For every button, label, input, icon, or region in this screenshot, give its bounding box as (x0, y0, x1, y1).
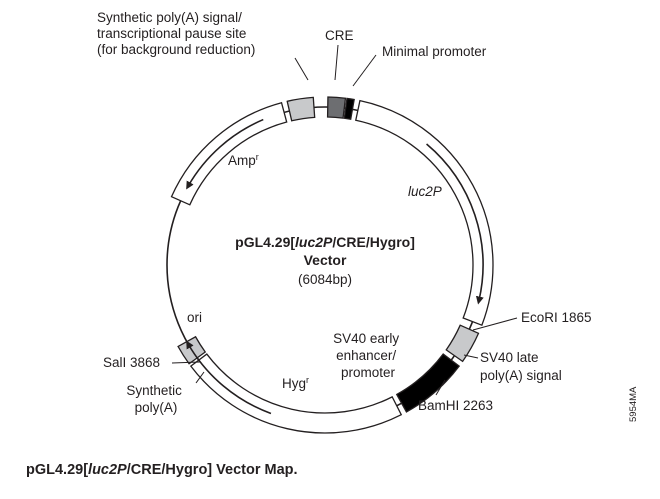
leader-cre (334, 44, 339, 81)
luc2p-direction-arrow (426, 143, 484, 305)
leader-bamhi (435, 379, 446, 396)
label-ampr: Ampr (228, 152, 259, 168)
label-synthetic-polya: Synthetic poly(A) (126, 383, 185, 415)
label-sali: SalI 3868 (103, 355, 160, 370)
cre-segment (326, 96, 347, 119)
label-cre: CRE (325, 28, 354, 43)
label-sv40-enhancer: SV40 early enhancer/ promoter (333, 331, 403, 380)
label-ecori: EcoRI 1865 (521, 310, 592, 325)
label-hygr: Hygr (282, 375, 309, 391)
label-bamhi: BamHI 2263 (418, 398, 493, 413)
sv40-late-polya-segment (445, 324, 480, 363)
sv40-enhancer-segment (395, 353, 461, 413)
label-synthetic-polya-pause: Synthetic poly(A) signal/ transcriptiona… (97, 10, 255, 57)
synthetic-polya-pause-segment (286, 96, 316, 122)
figure-code: 5954MA (628, 386, 639, 422)
vector-name: pGL4.29[luc2P/CRE/Hygro] (235, 234, 415, 250)
vector-name-line2: Vector (304, 252, 347, 268)
vector-size: (6084bp) (298, 272, 352, 287)
leader-sali (171, 361, 201, 364)
label-minimal-promoter: Minimal promoter (382, 44, 487, 59)
luc2p-segment (355, 99, 494, 327)
leader-synthetic-polya-pause (294, 57, 309, 81)
hygr-direction-arrow (186, 340, 272, 415)
leader-sv40-late-polya (463, 354, 479, 359)
leader-ecori (472, 317, 518, 331)
ampr-direction-arrow (186, 118, 264, 190)
figure-caption: pGL4.29[luc2P/CRE/Hygro] Vector Map. (26, 462, 298, 478)
label-ori: ori (187, 310, 202, 325)
label-sv40-late-polya: SV40 late poly(A) signal (480, 350, 562, 383)
leader-minimal-promoter (352, 54, 377, 87)
leader-synthetic-polya (195, 371, 205, 384)
minimal-promoter-segment (343, 97, 355, 121)
ampr-segment (170, 101, 288, 206)
label-luc2p: luc2P (408, 184, 442, 199)
